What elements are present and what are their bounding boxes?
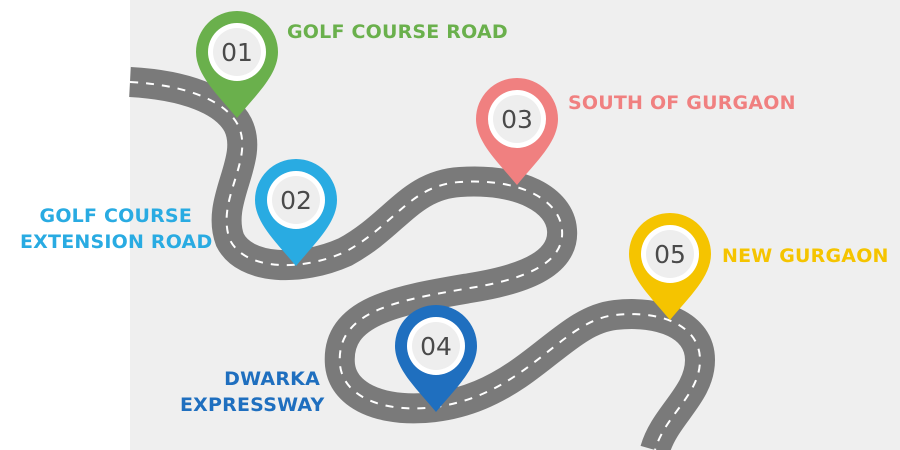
stop-label-line: GOLF COURSE: [39, 205, 192, 227]
stop-label-line: DWARKA: [224, 368, 320, 390]
stop-label-line: SOUTH OF GURGAON: [568, 92, 796, 114]
road: [129, 67, 715, 450]
road-center-dashes: [129, 81, 702, 450]
stop-label-04: DWARKA EXPRESSWAY: [180, 366, 325, 418]
stop-label-01: GOLF COURSE ROAD: [287, 19, 508, 45]
stop-label-line: NEW GURGAON: [722, 245, 889, 267]
map-pin-04: 04: [395, 305, 477, 412]
stop-label-line: GOLF COURSE ROAD: [287, 21, 508, 43]
pin-number-04: 04: [420, 332, 452, 361]
pin-number-05: 05: [654, 240, 686, 269]
stop-label-line: EXPRESSWAY: [180, 394, 325, 416]
map-pin-01: 01: [196, 11, 278, 118]
map-pin-05: 05: [629, 213, 711, 320]
map-pin-03: 03: [476, 78, 558, 185]
stop-label-03: SOUTH OF GURGAON: [568, 90, 796, 116]
pin-number-01: 01: [221, 38, 253, 67]
pin-number-03: 03: [501, 105, 533, 134]
stop-label-line: EXTENSION ROAD: [20, 231, 213, 253]
stop-label-02: GOLF COURSE EXTENSION ROAD: [20, 203, 213, 255]
stop-label-05: NEW GURGAON: [722, 243, 889, 269]
map-pin-02: 02: [255, 159, 337, 266]
pin-number-02: 02: [280, 186, 312, 215]
